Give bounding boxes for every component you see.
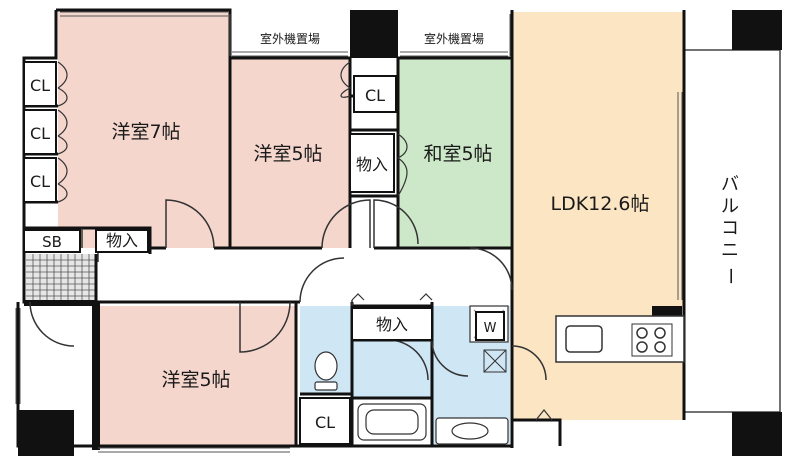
room-western-5-top-fill bbox=[230, 58, 350, 248]
svg-text:ル: ル bbox=[721, 196, 739, 217]
balcony-pillar-bottom bbox=[732, 412, 782, 456]
svg-text:バ: バ bbox=[721, 174, 739, 195]
balcony-area bbox=[683, 49, 781, 413]
toilet-icon bbox=[314, 351, 338, 391]
room-label-western-7: 洋室7帖 bbox=[111, 121, 180, 143]
svg-text:ニ: ニ bbox=[721, 240, 739, 261]
closet-label-1: CL bbox=[30, 76, 50, 95]
closet-doors bbox=[57, 61, 553, 421]
room-label-western-5-bottom: 洋室5帖 bbox=[161, 369, 230, 391]
outdoor-unit-area-1 bbox=[232, 24, 348, 50]
shoe-box-label: SB bbox=[42, 233, 62, 251]
room-label-western-5-top: 洋室5帖 bbox=[253, 143, 322, 165]
closet-boxes bbox=[23, 61, 505, 445]
svg-text:コ: コ bbox=[721, 218, 739, 239]
closet-label-5: CL bbox=[315, 413, 335, 432]
kitchen-gas-stove-icon bbox=[631, 323, 673, 357]
structural-columns bbox=[18, 10, 682, 456]
room-label-japanese-5: 和室5帖 bbox=[423, 143, 492, 165]
storage-label-3: 物入 bbox=[376, 315, 408, 334]
outdoor-unit-label-1: 室外機置場 bbox=[260, 31, 320, 46]
windows bbox=[15, 11, 683, 453]
toilet-fill bbox=[300, 306, 352, 394]
kitchen-counter bbox=[555, 315, 685, 363]
doors bbox=[29, 199, 547, 381]
room-label-ldk: LDK12.6帖 bbox=[551, 193, 650, 215]
room-western-7-fill bbox=[58, 12, 230, 248]
room-japanese-5-fill bbox=[398, 58, 510, 248]
outdoor-unit-label-2: 室外機置場 bbox=[424, 31, 484, 46]
closet-label-4: CL bbox=[365, 86, 385, 105]
refrigerator-icon bbox=[483, 349, 507, 373]
balcony-pillar-top bbox=[732, 10, 782, 50]
balcony-label: バ ル コ ニ ー bbox=[719, 174, 740, 285]
svg-text:ー: ー bbox=[719, 267, 740, 285]
washbasin-icon bbox=[435, 417, 509, 445]
sb-tile-area bbox=[26, 254, 96, 302]
storage-label-1: 物入 bbox=[356, 155, 388, 174]
outdoor-unit-area-2 bbox=[400, 24, 508, 50]
bathtub-icon bbox=[357, 403, 427, 441]
washer-label: W bbox=[484, 321, 497, 336]
room-western-5-bottom-fill bbox=[96, 306, 296, 446]
closet-label-2: CL bbox=[30, 124, 50, 143]
washroom-fill bbox=[352, 340, 432, 398]
storage-label-2: 物入 bbox=[106, 231, 138, 250]
closet-label-3: CL bbox=[30, 172, 50, 191]
